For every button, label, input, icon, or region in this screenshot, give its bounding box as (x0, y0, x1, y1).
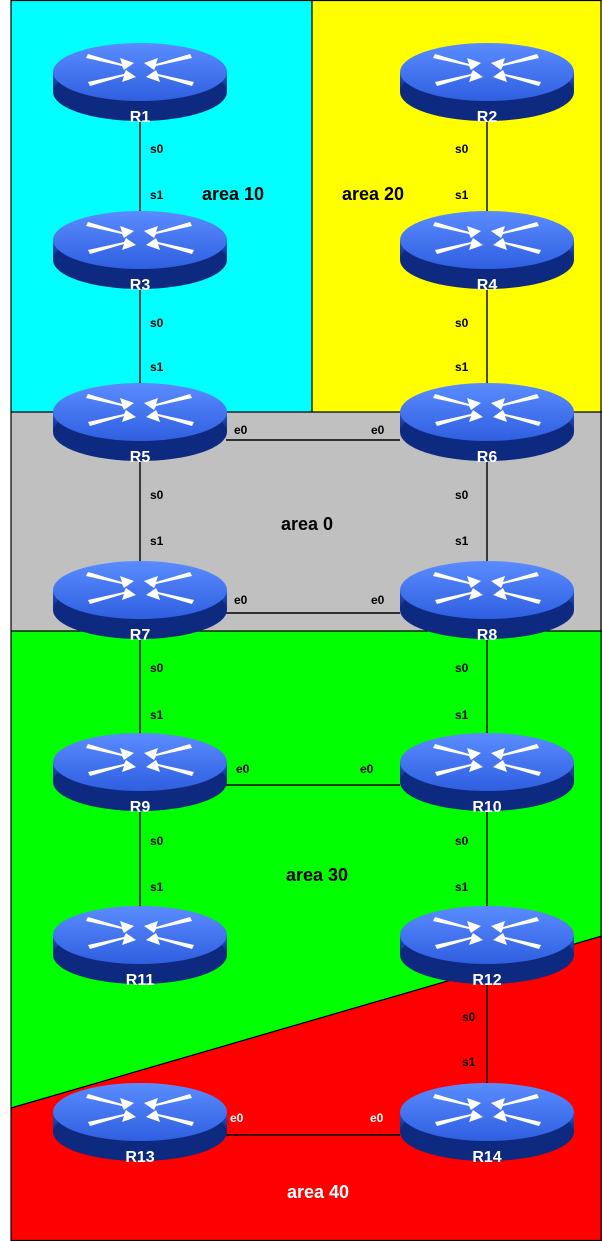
router-label-r9: R9 (130, 799, 151, 816)
router-label-r10: R10 (472, 799, 501, 816)
if-label-r12-s0: s0 (462, 1010, 476, 1024)
if-label-r1-s0: s0 (150, 142, 164, 156)
router-label-r12: R12 (472, 972, 501, 989)
router-label-r4: R4 (477, 277, 498, 294)
if-label-r5-s1: s1 (150, 360, 164, 374)
if-label-r9-s1: s1 (150, 708, 164, 722)
router-label-r6: R6 (477, 449, 498, 466)
if-label-r2-s0: s0 (455, 142, 469, 156)
if-label-r6-e0: e0 (371, 423, 385, 437)
area-label-20: area 20 (342, 184, 404, 204)
if-label-r11-s1: s1 (150, 880, 164, 894)
if-label-r8-e0: e0 (371, 593, 385, 607)
area-label-30: area 30 (286, 865, 348, 885)
if-label-r4-s1: s1 (455, 188, 469, 202)
if-label-r5-e0: e0 (234, 423, 248, 437)
area-label-40: area 40 (287, 1182, 349, 1202)
if-label-r5-s0: s0 (150, 488, 164, 502)
router-label-r11: R11 (126, 972, 155, 989)
if-label-r13-e0: e0 (230, 1111, 244, 1125)
if-label-r9-s0: s0 (150, 834, 164, 848)
if-label-r4-s0: s0 (455, 316, 469, 330)
if-label-r10-s1: s1 (455, 708, 469, 722)
if-label-r3-s1: s1 (150, 188, 164, 202)
if-label-r6-s1: s1 (455, 360, 469, 374)
if-label-r9-e0: e0 (236, 762, 250, 776)
if-label-r7-s0: s0 (150, 661, 164, 675)
if-label-r7-s1: s1 (150, 534, 164, 548)
router-label-r5: R5 (130, 449, 151, 466)
if-label-r10-s0: s0 (455, 834, 469, 848)
router-label-r13: R13 (125, 1149, 154, 1166)
area-40-region (11, 936, 602, 1241)
router-label-r14: R14 (472, 1149, 501, 1166)
if-label-r3-s0: s0 (150, 316, 164, 330)
if-label-r12-s1: s1 (455, 880, 469, 894)
if-label-r14-e0: e0 (370, 1111, 384, 1125)
if-label-r8-s1: s1 (455, 534, 469, 548)
if-label-r7-e0: e0 (234, 593, 248, 607)
area-label-0: area 0 (281, 514, 333, 534)
router-label-r3: R3 (130, 277, 151, 294)
router-label-r1: R1 (130, 109, 151, 126)
area-label-10: area 10 (202, 184, 264, 204)
if-label-r6-s0: s0 (455, 488, 469, 502)
if-label-r8-s0: s0 (455, 661, 469, 675)
router-label-r8: R8 (477, 627, 498, 644)
router-label-r2: R2 (477, 109, 498, 126)
if-label-r10-e0: e0 (360, 762, 374, 776)
router-label-r7: R7 (130, 627, 151, 644)
if-label-r14-s1: s1 (462, 1055, 476, 1069)
